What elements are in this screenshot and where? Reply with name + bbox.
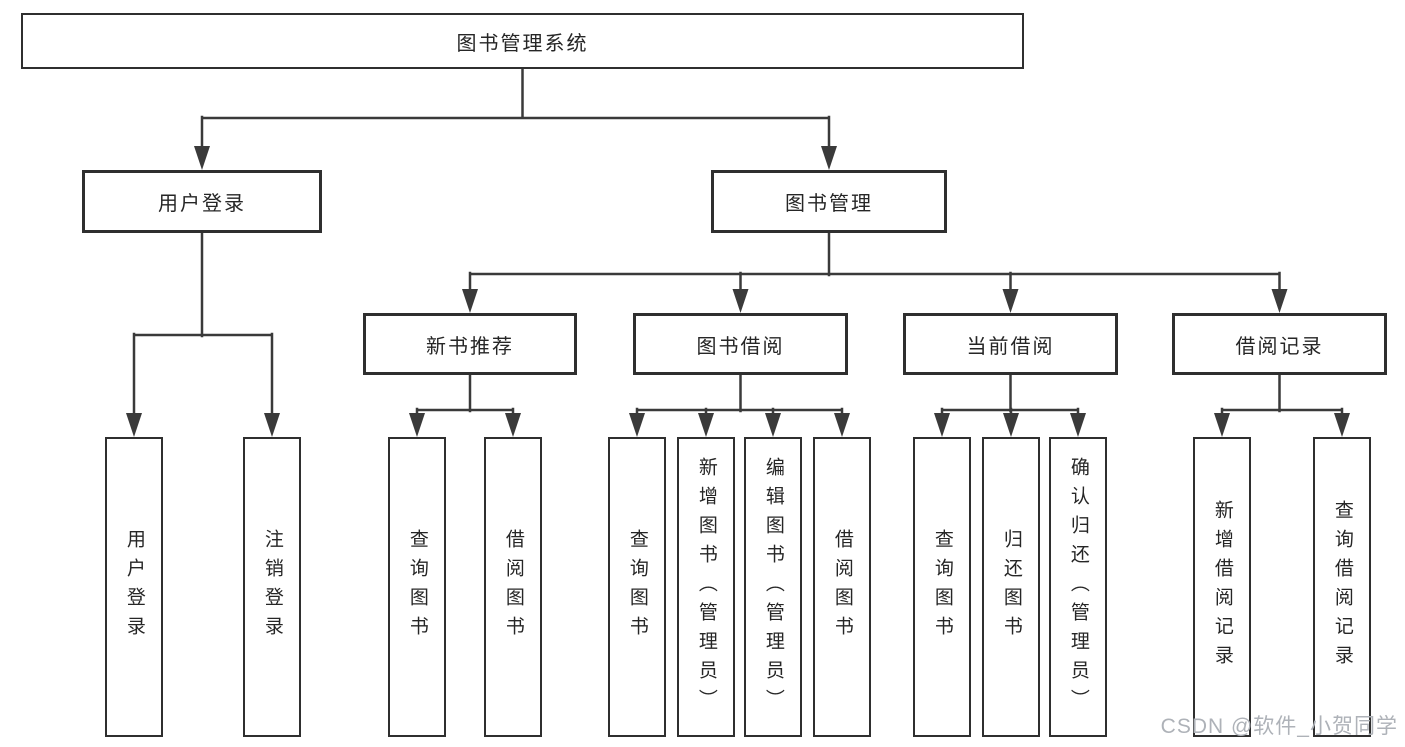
leaf-borrow-books: 借阅图书 <box>813 437 871 737</box>
leaf-query-borrow-record: 查询借阅记录 <box>1313 437 1371 737</box>
leaf-return-books: 归还图书 <box>982 437 1040 737</box>
node-book-management: 图书管理 <box>711 170 947 233</box>
node-book-borrow: 图书借阅 <box>633 313 848 375</box>
leaf-borrow-books-recommend: 借阅图书 <box>484 437 542 737</box>
node-new-book-recommend-label: 新书推荐 <box>426 335 514 358</box>
node-borrow-records-label: 借阅记录 <box>1235 335 1324 358</box>
node-root-label: 图书管理系统 <box>456 32 589 55</box>
node-borrow-records: 借阅记录 <box>1172 313 1387 375</box>
node-current-borrow-label: 当前借阅 <box>966 335 1055 358</box>
node-book-management-label: 图书管理 <box>785 193 873 215</box>
node-user-login-label: 用户登录 <box>158 193 246 215</box>
leaf-query-books-current: 查询图书 <box>913 437 971 737</box>
node-user-login: 用户登录 <box>82 170 322 233</box>
leaf-confirm-return-admin: 确认归还（管理员） <box>1049 437 1107 737</box>
node-current-borrow: 当前借阅 <box>903 313 1118 375</box>
node-root-system: 图书管理系统 <box>21 13 1024 69</box>
leaf-edit-books-admin: 编辑图书（管理员） <box>744 437 802 737</box>
leaf-query-books-recommend: 查询图书 <box>388 437 446 737</box>
leaf-logout: 注销登录 <box>243 437 301 737</box>
csdn-watermark: CSDN @软件_小贺同学 <box>1160 715 1398 738</box>
node-new-book-recommend: 新书推荐 <box>363 313 577 375</box>
leaf-add-books-admin: 新增图书（管理员） <box>677 437 735 737</box>
leaf-add-borrow-record: 新增借阅记录 <box>1193 437 1251 737</box>
node-book-borrow-label: 图书借阅 <box>696 335 785 358</box>
leaf-query-books-borrow: 查询图书 <box>608 437 666 737</box>
leaf-user-login: 用户登录 <box>105 437 163 737</box>
